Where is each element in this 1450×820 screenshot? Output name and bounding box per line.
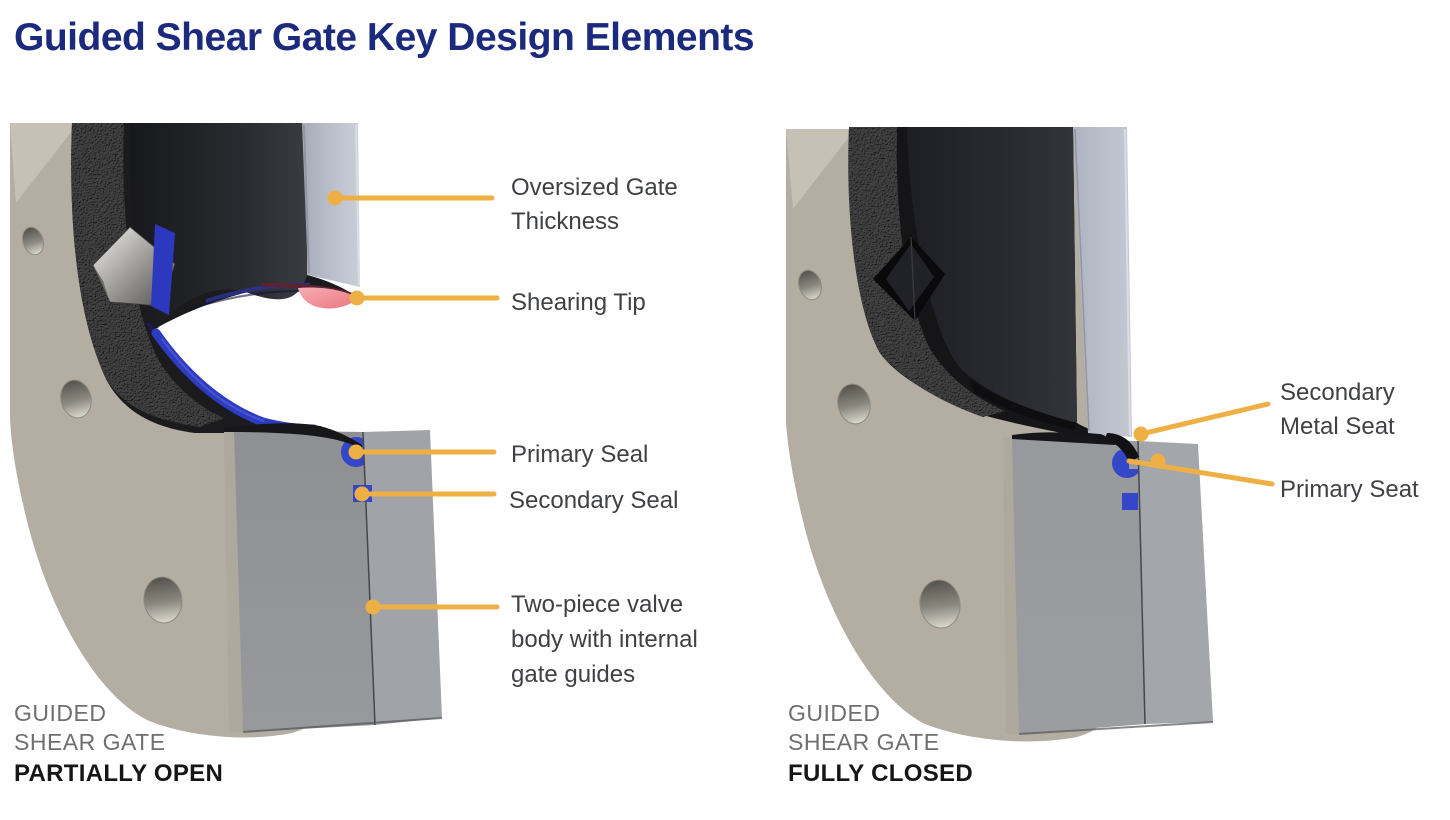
valve-body-seam (1137, 440, 1146, 725)
gate-seal-arc-highlight (161, 338, 265, 422)
secondary-seal-shape (1122, 493, 1138, 510)
bolt-hole (143, 576, 183, 624)
valve-body-bottom-edge (242, 717, 443, 733)
valve-body-left-face (1012, 439, 1145, 734)
flange-cut-edge-strip (224, 430, 243, 732)
gate-tip-over-seal (1105, 433, 1139, 463)
caption-fully-closed: GUIDED SHEAR GATE FULLY CLOSED (788, 699, 973, 789)
gate-guide-slab-right-edge (1124, 128, 1131, 436)
gate-bottom-shade (970, 379, 1077, 430)
callout-label-secondary-metal-seat: Secondary Metal Seat (1280, 379, 1395, 440)
bolt-hole (798, 269, 822, 301)
caption-line: GUIDED (14, 700, 107, 726)
valve-body-seam (362, 431, 376, 726)
caption-partially-open: GUIDED SHEAR GATE PARTIALLY OPEN (14, 699, 223, 789)
gate-guide-slab-left-edge (303, 124, 310, 274)
bolt-hole (919, 579, 961, 629)
valve-body-right-face (363, 430, 442, 725)
caption-state: PARTIALLY OPEN (14, 760, 224, 787)
gate-gloss-edge (910, 236, 916, 322)
caption-line: SHEAR GATE (788, 729, 940, 755)
gate-guide-slab (1073, 127, 1132, 437)
gate-textured-cut-face (848, 127, 1005, 417)
gate-guide-slab (302, 123, 360, 287)
bolt-hole (22, 226, 44, 256)
caption-line: GUIDED (788, 700, 881, 726)
callout-label-primary-seat: Primary Seat (1280, 476, 1419, 503)
valve-render-partially-open (10, 123, 443, 738)
internal-gate-guide-shadow-facet (93, 265, 110, 302)
valve-body-left-face (234, 430, 375, 732)
caption-state: FULLY CLOSED (788, 760, 973, 787)
flow-bore-opening (153, 273, 359, 430)
gate-seal-strip-vertical (151, 224, 175, 315)
gate-bottom-shadow-sliver (1012, 432, 1115, 445)
gate-gloss-facet-inner (886, 244, 934, 311)
gate-guide-slab-right-edge (355, 124, 360, 286)
valve-body-right-face (1138, 441, 1213, 724)
gate-textured-cut-face (71, 123, 224, 427)
gate-bottom-shadow-sliver (224, 423, 362, 449)
flange-cut-edge-strip (1003, 437, 1019, 734)
valve-body-bottom-edge (1018, 721, 1214, 735)
flange-highlight-facet (10, 123, 78, 203)
bolt-hole (837, 383, 871, 425)
caption-line: SHEAR GATE (14, 729, 166, 755)
gate-guide-slab-left-edge (1074, 128, 1090, 432)
callout-label-oversized-gate-thickness: Oversized Gate Thickness (511, 174, 678, 235)
flange-highlight-facet (786, 129, 855, 209)
shearing-tip-shape (298, 287, 358, 309)
bolt-hole (60, 379, 92, 419)
callout-label-secondary-seal: Secondary Seal (509, 487, 679, 514)
callout-label-shearing-tip: Shearing Tip (511, 289, 646, 316)
secondary-seal-shape (353, 485, 372, 502)
valve-render-fully-closed (786, 127, 1214, 742)
callout-label-primary-seal: Primary Seal (511, 441, 649, 468)
gate-front-face (907, 127, 1077, 423)
callout-label-two-piece-valve-body: Two-piece valve body with internal gate … (511, 591, 698, 688)
gate-front-face (129, 123, 307, 329)
page-title: Guided Shear Gate Key Design Elements (14, 16, 755, 59)
